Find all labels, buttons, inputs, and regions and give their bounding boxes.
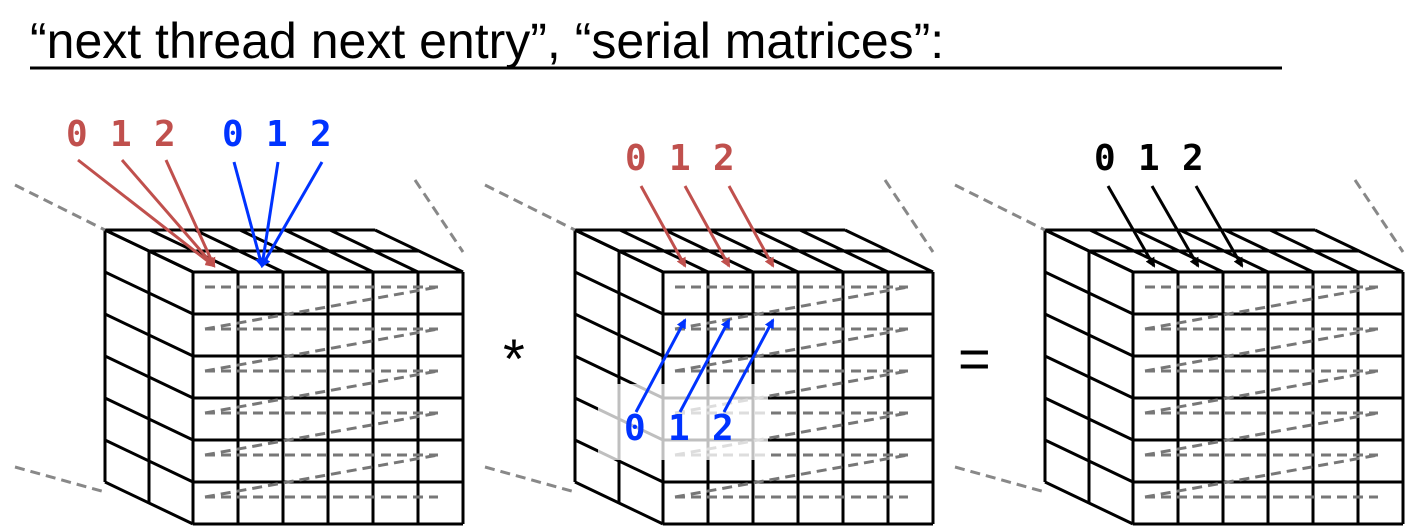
index-label: 2 (154, 114, 176, 155)
index-label: 1 (110, 114, 132, 155)
traversal-line (674, 327, 909, 373)
index-label: 1 (1138, 138, 1160, 179)
index-label: 0 (222, 114, 244, 155)
left-cube-red-arrows (77, 158, 216, 268)
guide-line (484, 183, 576, 232)
traversal-line (204, 369, 439, 415)
arrow-blue (260, 161, 324, 268)
arrow-blue (634, 318, 687, 413)
right-cube-black-arrows (1106, 185, 1244, 268)
traversal-line (204, 453, 439, 499)
guide-line (954, 465, 1046, 494)
right-cube-black-indices: 0 1 2 (1094, 138, 1204, 179)
index-label: 0 (66, 114, 88, 155)
guide-line (14, 465, 106, 494)
index-label: 0 (625, 138, 647, 179)
guide-line (413, 179, 465, 253)
middle-cube-red-arrows (639, 185, 775, 268)
cube-grid (103, 228, 465, 526)
index-label: 2 (712, 408, 734, 449)
arrow-blue (258, 161, 280, 268)
traversal-line (674, 285, 909, 331)
traversal-line (204, 285, 439, 331)
index-label: 2 (1182, 138, 1204, 179)
left-cube-red-indices: 0 1 2 (66, 114, 176, 155)
traversal-line (674, 453, 909, 499)
traversal-line (204, 411, 439, 457)
traversal-line (1144, 453, 1379, 499)
arrow-blue (232, 161, 265, 268)
index-label: 2 (713, 138, 735, 179)
arrow-black (1194, 185, 1244, 268)
guide-line (484, 465, 576, 494)
middle-cube-blue-indices: 0 1 2 (598, 384, 768, 460)
multiply-operator: * (503, 327, 525, 390)
arrow-blue (678, 318, 731, 413)
traversal-line (1144, 369, 1379, 415)
index-label: 1 (266, 114, 288, 155)
index-label: 1 (668, 408, 690, 449)
traversal-line (1144, 285, 1379, 331)
arrow-red (639, 185, 687, 268)
left-cube-blue-indices: 0 1 2 (222, 114, 332, 155)
middle-cube-blue-arrows (634, 318, 775, 413)
traversal-line (1144, 411, 1379, 457)
arrow-blue (722, 318, 775, 413)
left-cube (14, 179, 465, 526)
arrow-red (164, 159, 216, 268)
arrow-red (120, 159, 216, 268)
traversal-line (1144, 327, 1379, 373)
equals-operator: = (958, 327, 991, 390)
cube-grid (573, 228, 935, 526)
guide-line (1353, 179, 1405, 253)
index-label: 0 (1094, 138, 1116, 179)
arrow-black (1106, 185, 1156, 268)
arrow-black (1150, 185, 1200, 268)
guide-line (14, 183, 106, 232)
label-backdrop (598, 384, 768, 460)
page-title: “next thread next entry”, “serial matric… (30, 13, 944, 69)
index-label: 1 (669, 138, 691, 179)
middle-cube-red-indices: 0 1 2 (625, 138, 735, 179)
right-cube (954, 179, 1405, 526)
index-label: 0 (624, 408, 646, 449)
guide-line (954, 183, 1046, 232)
middle-cube (484, 179, 935, 526)
cube-grid (1043, 228, 1405, 526)
index-label: 2 (310, 114, 332, 155)
traversal-line (204, 327, 439, 373)
left-cube-blue-arrows (232, 161, 324, 268)
arrow-red (77, 158, 216, 268)
arrow-red (683, 185, 731, 268)
arrow-red (727, 185, 775, 268)
guide-line (883, 179, 935, 253)
